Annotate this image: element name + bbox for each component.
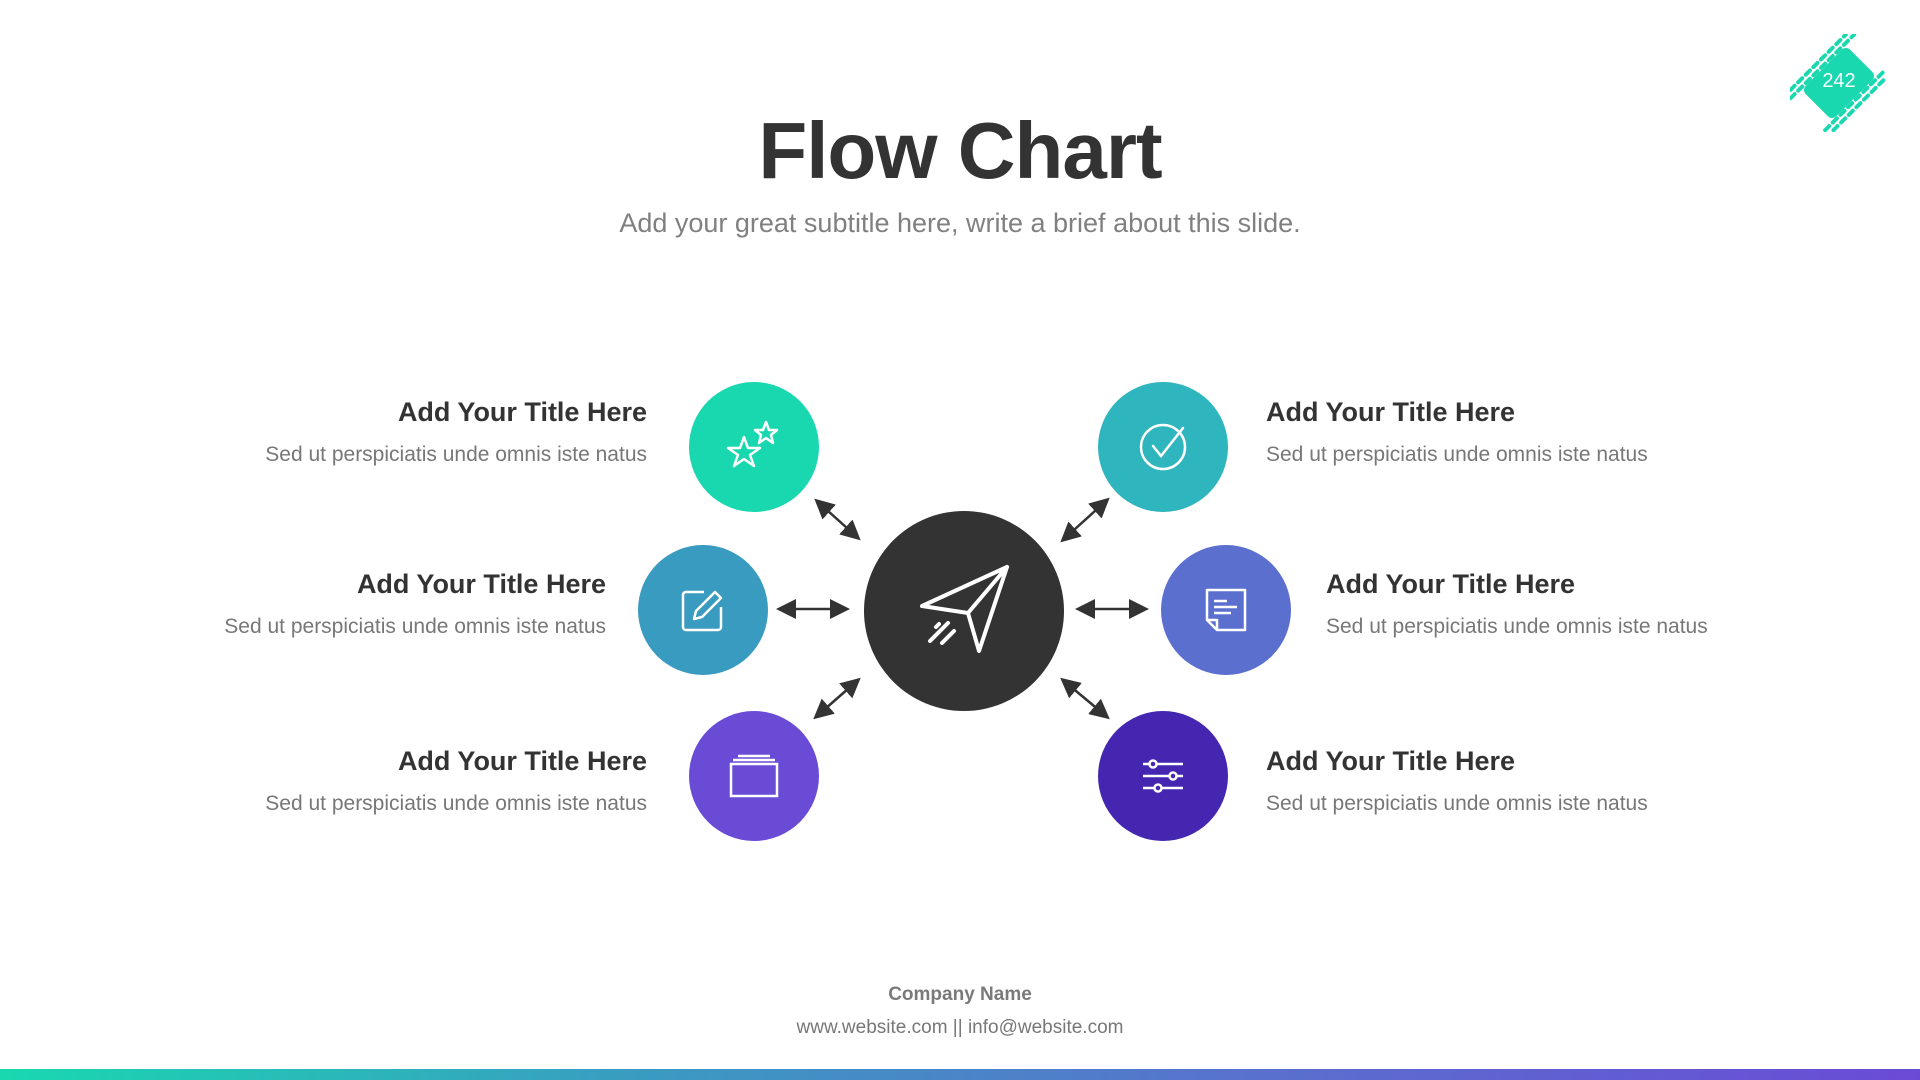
center-node xyxy=(864,511,1064,711)
arrow-bottom-right xyxy=(1060,677,1110,720)
arrow-top-left xyxy=(814,498,861,541)
sliders-icon xyxy=(1143,759,1183,793)
footer-contact: www.website.com || info@website.com xyxy=(796,1017,1124,1038)
item-1-desc: Sed ut perspiciatis unde omnis iste natu… xyxy=(265,443,647,466)
footer-company: Company Name xyxy=(888,984,1032,1005)
window-icon xyxy=(729,754,779,798)
node-2 xyxy=(638,545,768,675)
item-2-title: Add Your Title Here xyxy=(356,569,606,599)
item-5-desc: Sed ut perspiciatis unde omnis iste natu… xyxy=(1326,615,1708,638)
node-4 xyxy=(1098,382,1228,512)
bottom-gradient-bar xyxy=(0,1069,1920,1080)
node-3 xyxy=(689,711,819,841)
stars-icon xyxy=(726,420,779,468)
node-6 xyxy=(1098,711,1228,841)
item-1-title: Add Your Title Here xyxy=(397,397,647,427)
edit-icon xyxy=(681,590,723,632)
item-5-title: Add Your Title Here xyxy=(1326,569,1576,599)
page-title: Flow Chart xyxy=(758,106,1162,195)
node-5 xyxy=(1161,545,1291,675)
item-3-desc: Sed ut perspiciatis unde omnis iste natu… xyxy=(265,792,647,815)
item-3-title: Add Your Title Here xyxy=(397,746,647,776)
item-2-desc: Sed ut perspiciatis unde omnis iste natu… xyxy=(224,615,606,638)
check-circle-icon xyxy=(1139,423,1187,471)
arrow-top-right xyxy=(1060,497,1110,543)
item-4-desc: Sed ut perspiciatis unde omnis iste natu… xyxy=(1266,443,1648,466)
page-subtitle: Add your great subtitle here, write a br… xyxy=(619,208,1301,238)
document-icon xyxy=(1205,588,1247,632)
page-number: 242 xyxy=(1822,70,1856,92)
node-1 xyxy=(689,382,819,512)
item-6-title: Add Your Title Here xyxy=(1266,746,1516,776)
page-number-badge xyxy=(1790,34,1888,132)
item-6-desc: Sed ut perspiciatis unde omnis iste natu… xyxy=(1266,792,1648,815)
paper-plane-icon xyxy=(920,565,1009,653)
arrow-bottom-left xyxy=(813,677,861,720)
item-4-title: Add Your Title Here xyxy=(1266,397,1516,427)
